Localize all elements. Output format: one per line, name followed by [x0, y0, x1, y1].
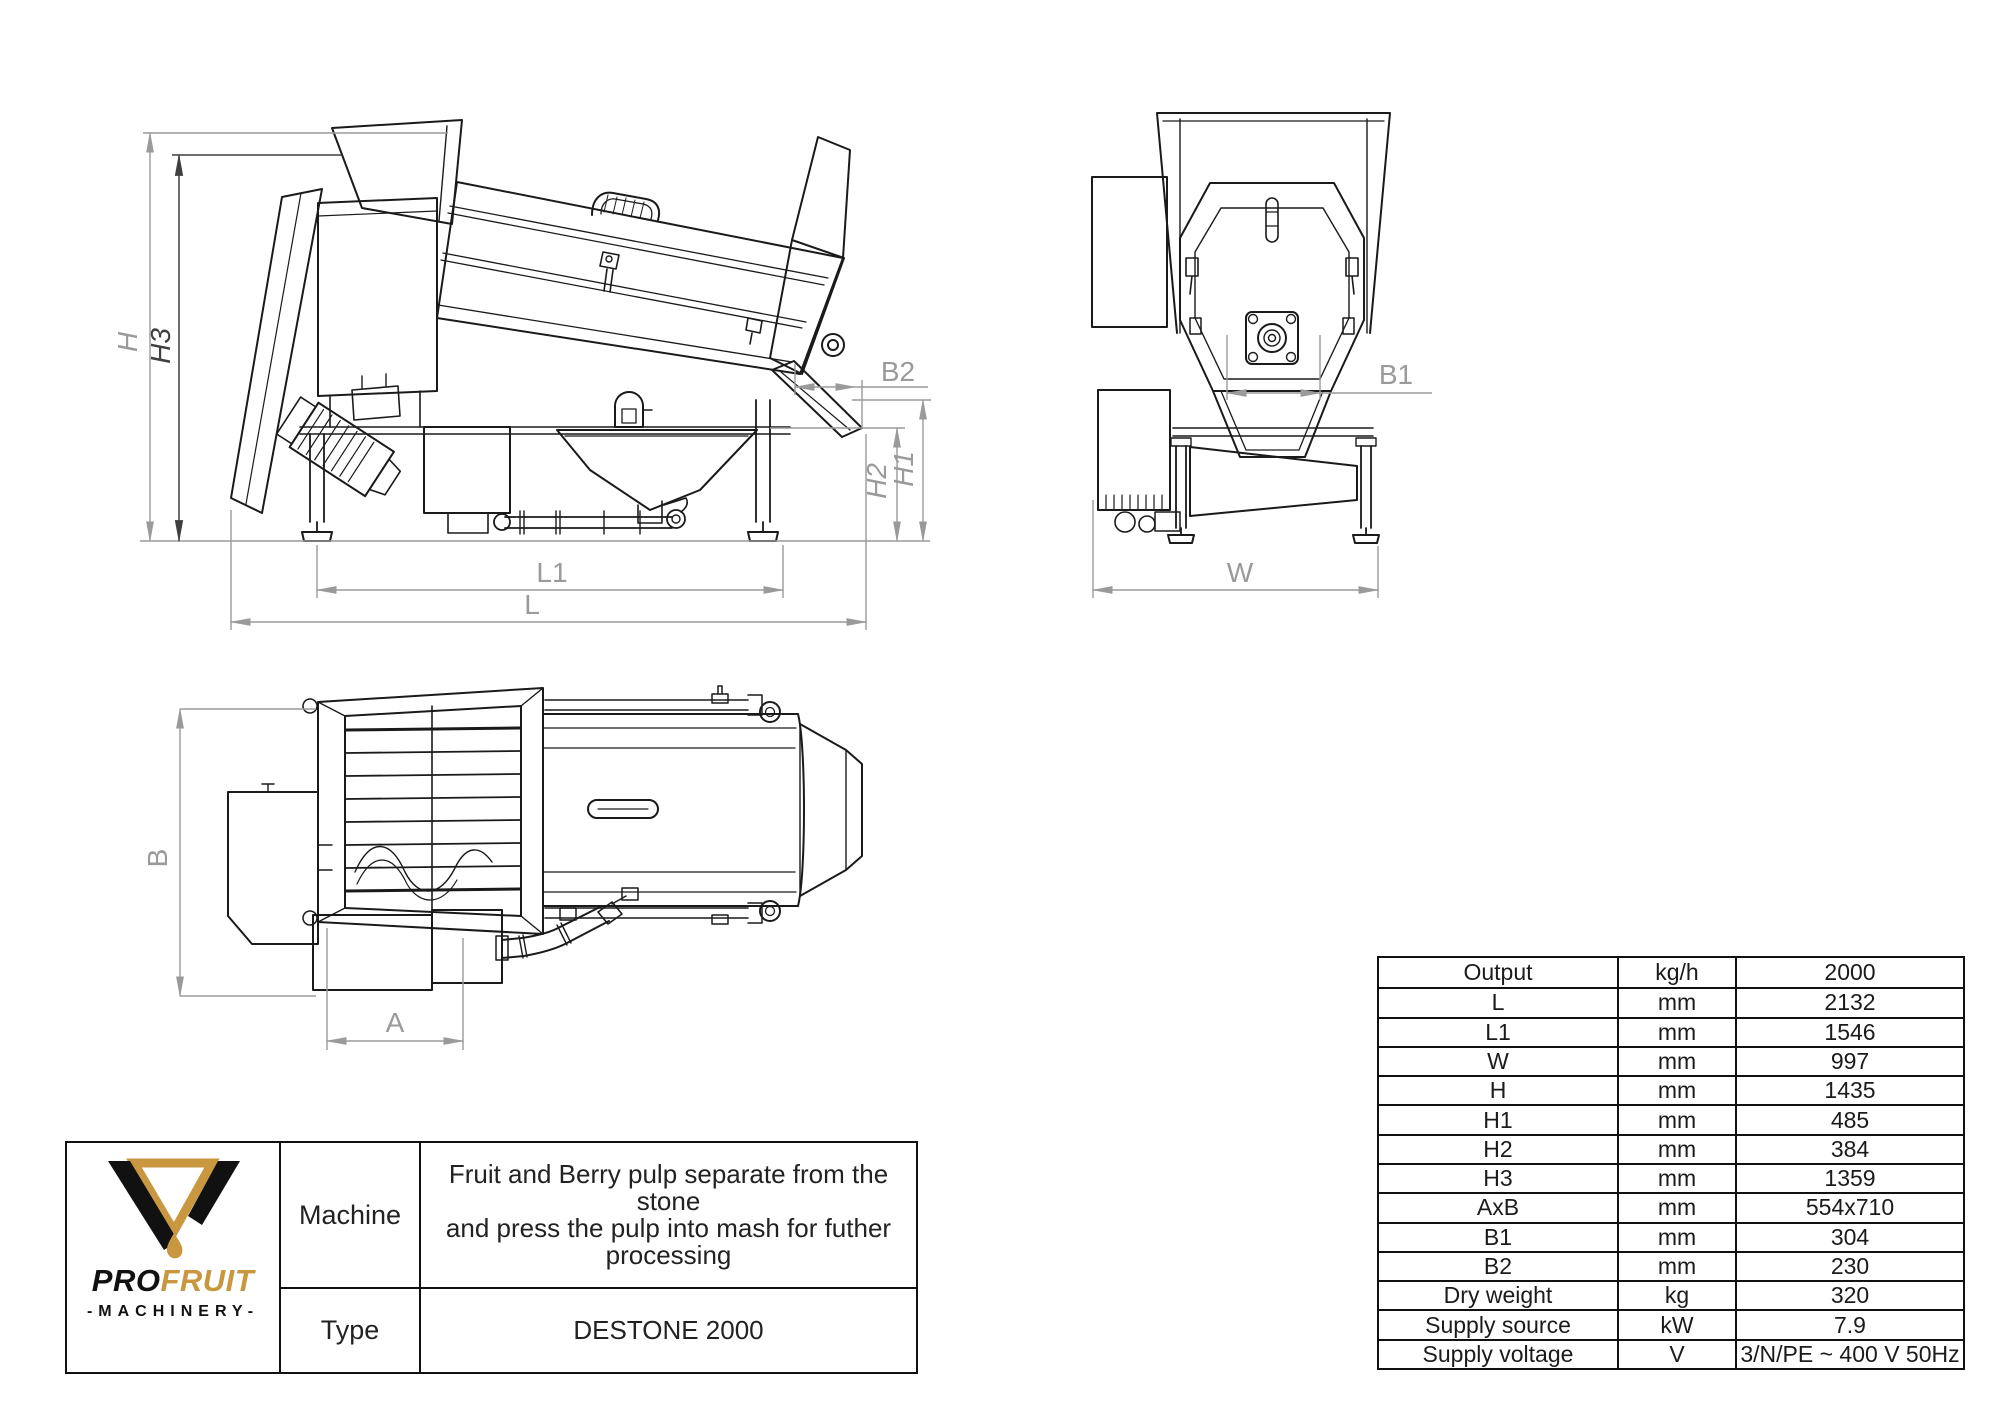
spec-value: 1546 [1735, 1018, 1963, 1046]
logo-wordmark: PROFRUIT [91, 1263, 255, 1298]
dim-label-b2: B2 [881, 356, 915, 387]
spec-unit: kW [1617, 1311, 1735, 1339]
spec-unit: mm [1617, 1135, 1735, 1163]
top-view-drawing [227, 685, 863, 991]
machine-description: Fruit and Berry pulp separate from the s… [419, 1143, 916, 1287]
spec-param: W [1487, 1047, 1509, 1074]
dim-label-h2: H2 [861, 463, 892, 499]
spec-value: 997 [1735, 1047, 1963, 1076]
type-value: DESTONE 2000 [419, 1287, 916, 1372]
spec-value: 1435 [1735, 1077, 1963, 1105]
spec-value: 230 [1735, 1252, 1963, 1281]
dim-label-l1: L1 [536, 557, 567, 588]
spec-param: Supply source [1425, 1311, 1571, 1338]
profruit-logo-icon [108, 1158, 240, 1259]
dim-label-l: L [524, 589, 540, 620]
dim-label-h3: H3 [145, 328, 176, 364]
spec-param: H3 [1483, 1165, 1513, 1192]
spec-unit: mm [1617, 1165, 1735, 1193]
logo-cell: PROFRUIT -MACHINERY- [67, 1143, 279, 1372]
spec-value: 2132 [1735, 989, 1963, 1017]
dim-label-h1: H1 [888, 451, 919, 487]
side-view-drawing [230, 119, 863, 542]
dim-label-b: B [142, 849, 173, 868]
logo-subtitle: -MACHINERY- [86, 1303, 260, 1320]
dim-label-b1: B1 [1379, 359, 1413, 390]
spec-value: 320 [1735, 1282, 1963, 1310]
spec-param: L1 [1485, 1018, 1511, 1045]
spec-value: 485 [1735, 1106, 1963, 1134]
spec-value: 554x710 [1735, 1194, 1963, 1222]
spec-unit: mm [1617, 1194, 1735, 1222]
dim-label-w: W [1227, 557, 1254, 588]
machine-label: Machine [279, 1143, 419, 1287]
spec-value: 3/N/PE ~ 400 V 50Hz [1735, 1340, 1963, 1368]
spec-param: AxB [1476, 1194, 1520, 1221]
spec-value: 304 [1735, 1223, 1963, 1251]
spec-unit: V [1617, 1340, 1735, 1368]
spec-param: Output [1463, 959, 1533, 986]
title-block: PROFRUIT -MACHINERY- Machine Fruit and B… [65, 1141, 918, 1374]
side-view-dimensions [140, 131, 931, 630]
spec-param: H1 [1483, 1106, 1513, 1133]
spec-value: 2000 [1735, 958, 1963, 988]
spec-unit: mm [1617, 1047, 1735, 1076]
spec-param: B2 [1483, 1252, 1513, 1279]
spec-value: 7.9 [1735, 1311, 1963, 1339]
spec-unit: mm [1617, 989, 1735, 1017]
spec-value: 384 [1735, 1135, 1963, 1163]
spec-unit: kg [1617, 1282, 1735, 1310]
spec-unit: mm [1617, 1018, 1735, 1046]
front-view-drawing [1091, 112, 1391, 544]
spec-value: 1359 [1735, 1165, 1963, 1193]
type-label: Type [279, 1287, 419, 1372]
spec-param: H2 [1483, 1135, 1513, 1162]
spec-param: Supply voltage [1422, 1340, 1574, 1367]
spec-unit: mm [1617, 1077, 1735, 1105]
dim-label-a: A [386, 1007, 405, 1038]
spec-param: H [1489, 1077, 1507, 1104]
spec-unit: kg/h [1617, 958, 1735, 988]
spec-unit: mm [1617, 1223, 1735, 1251]
spec-param: Dry weight [1443, 1282, 1553, 1309]
dim-label-h: H [112, 331, 143, 352]
spec-unit: mm [1617, 1106, 1735, 1134]
spec-param: L [1491, 989, 1505, 1016]
spec-param: B1 [1483, 1223, 1513, 1250]
spec-unit: mm [1617, 1252, 1735, 1281]
front-view-dimensions [1091, 335, 1432, 598]
side-view-dimension-h3 [172, 153, 342, 543]
top-view-dimensions [176, 707, 465, 1050]
